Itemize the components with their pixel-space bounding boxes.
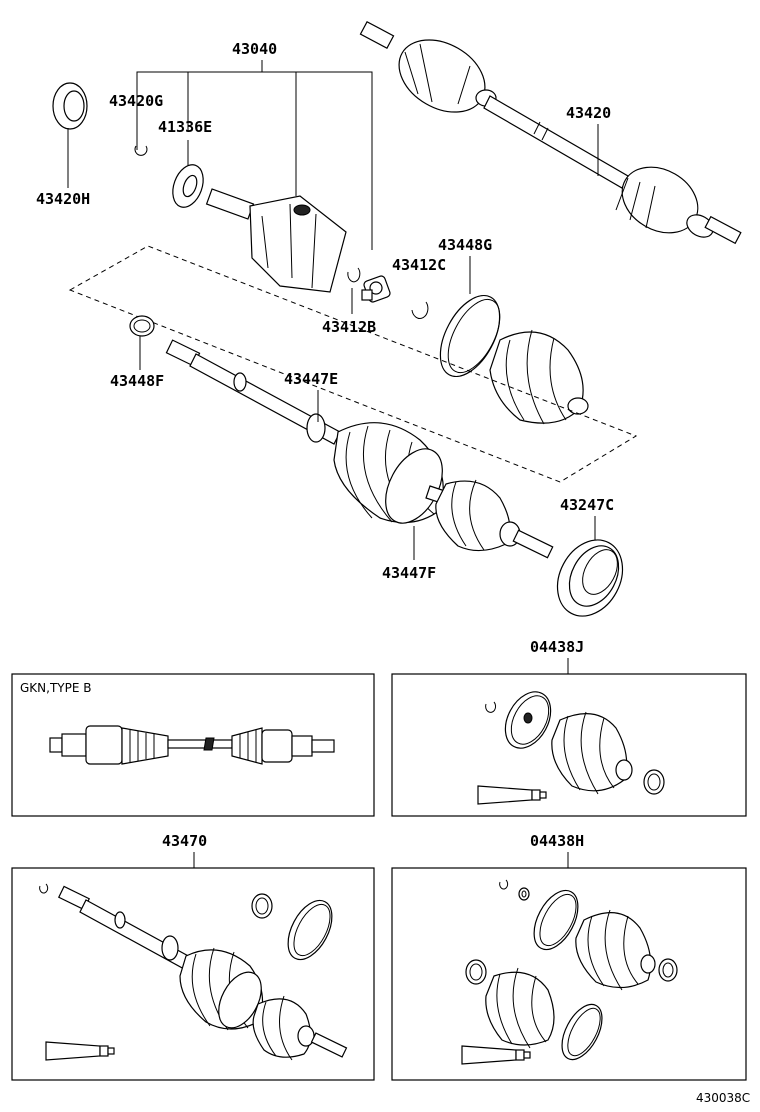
figure-ref: 430038C — [696, 1091, 750, 1105]
boot-clamp-icon[interactable] — [428, 286, 512, 386]
boot-clamp-icon[interactable] — [658, 958, 678, 982]
label-43447F: 43447F — [382, 564, 436, 582]
boot-clamp-icon[interactable] — [525, 883, 587, 956]
drive-shaft-icon[interactable] — [49, 725, 335, 765]
snap-ring-icon[interactable] — [347, 267, 361, 283]
oil-seal-icon[interactable] — [52, 82, 88, 130]
snap-ring-icon[interactable] — [39, 883, 49, 894]
dust-deflector-icon[interactable] — [545, 529, 636, 628]
label-43040: 43040 — [232, 40, 277, 58]
grease-tube-icon[interactable] — [45, 1041, 115, 1061]
label-43470: 43470 — [162, 832, 207, 850]
label-43448G: 43448G — [438, 236, 492, 254]
kit-43470-box — [11, 867, 375, 1081]
grease-tube-icon[interactable] — [477, 785, 547, 805]
tripod-icon[interactable] — [361, 275, 391, 303]
kit-group-outline — [68, 245, 638, 483]
gkn-caption: GKN,TYPE B — [20, 681, 91, 695]
label-43412C: 43412C — [392, 256, 446, 274]
boot-clamp-icon[interactable] — [554, 998, 610, 1066]
snap-ring-icon[interactable] — [485, 701, 497, 713]
drive-shaft-icon[interactable] — [57, 885, 348, 1061]
kit-04438J-box — [391, 673, 747, 817]
label-43247C: 43247C — [560, 496, 614, 514]
label-41336E: 41336E — [158, 118, 212, 136]
snap-ring-icon[interactable] — [411, 301, 429, 319]
label-04438J: 04438J — [530, 638, 584, 656]
label-43420: 43420 — [566, 104, 611, 122]
boot-clamp-icon[interactable] — [129, 315, 155, 337]
grease-tube-icon[interactable] — [461, 1045, 531, 1065]
boot-clamp-icon[interactable] — [643, 769, 665, 795]
boot-icon[interactable] — [575, 909, 656, 991]
drive-shaft-assembly-43420[interactable] — [359, 20, 742, 246]
label-43447E: 43447E — [284, 370, 338, 388]
snap-ring-icon[interactable] — [134, 145, 148, 156]
boot-icon[interactable] — [489, 329, 589, 425]
bearing-icon[interactable] — [518, 887, 530, 901]
gkn-type-b-box — [11, 673, 375, 817]
boot-icon[interactable] — [485, 967, 555, 1049]
bearing-icon[interactable] — [167, 161, 208, 212]
label-04438H: 04438H — [530, 832, 584, 850]
label-43448F: 43448F — [110, 372, 164, 390]
boot-icon[interactable] — [551, 711, 633, 795]
shaft-outboard-joint[interactable] — [165, 339, 554, 559]
snap-ring-icon[interactable] — [499, 879, 509, 890]
label-43420H: 43420H — [36, 190, 90, 208]
kit-04438H-box — [391, 867, 747, 1081]
boot-clamp-icon[interactable] — [279, 893, 341, 966]
label-43412B: 43412B — [322, 318, 376, 336]
boot-clamp-icon[interactable] — [251, 893, 273, 919]
inboard-joint-43040[interactable] — [205, 188, 347, 293]
label-43420G: 43420G — [109, 92, 163, 110]
boot-clamp-icon[interactable] — [465, 959, 487, 985]
boot-clamp-icon[interactable] — [496, 684, 559, 756]
